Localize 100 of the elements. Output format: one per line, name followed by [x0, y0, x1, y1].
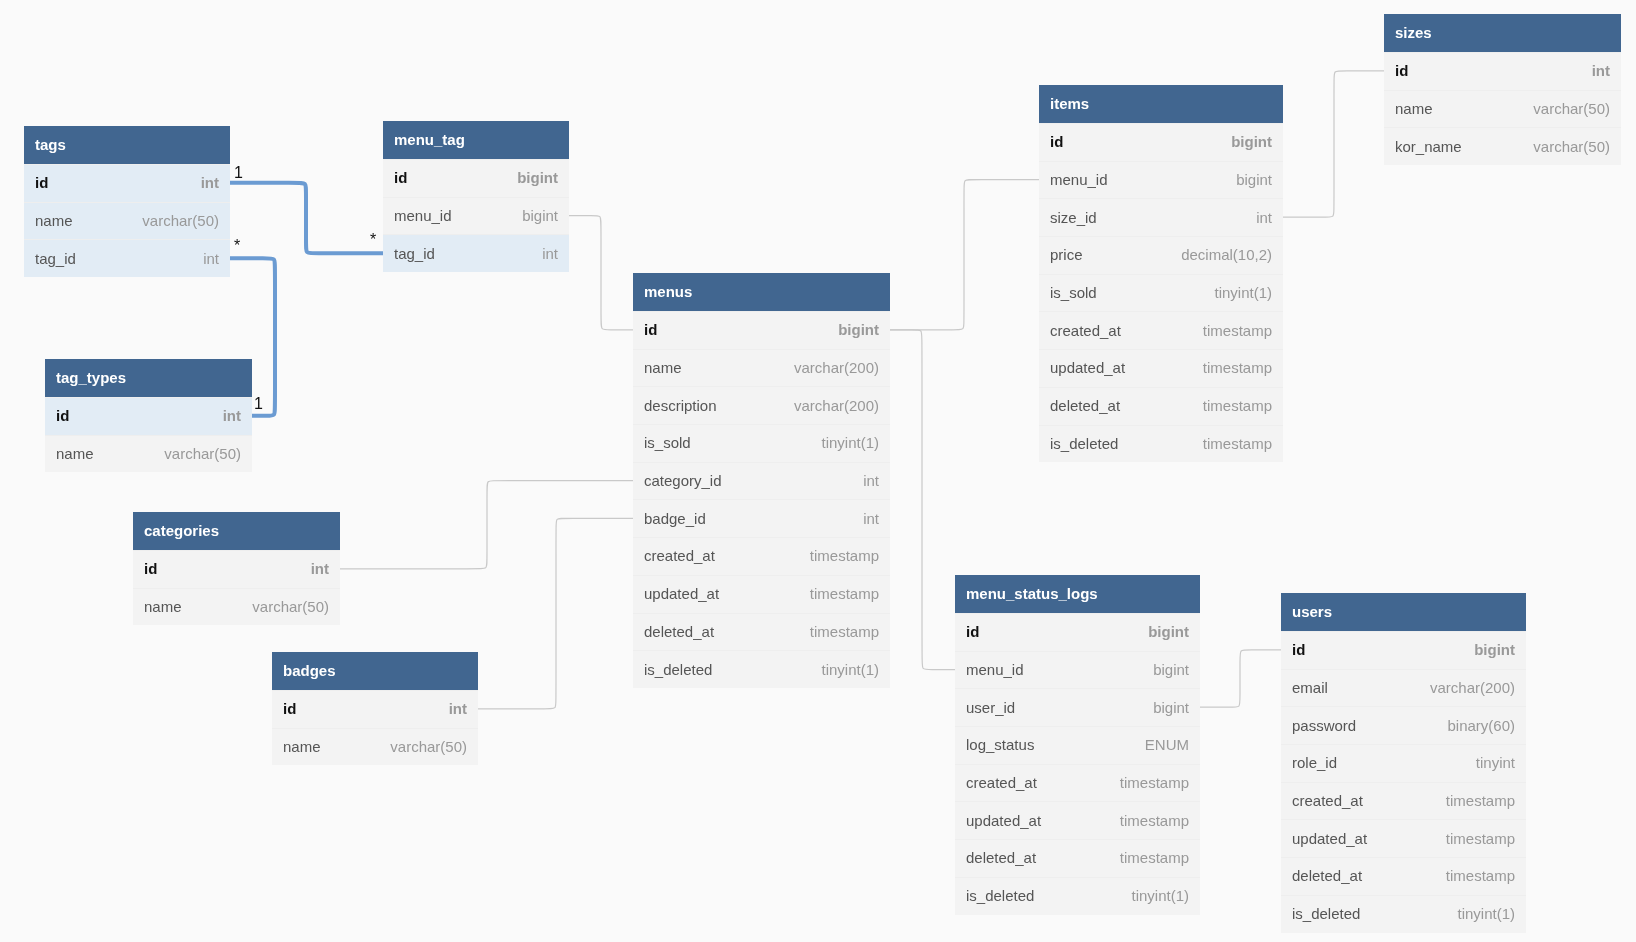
column-type: timestamp [1445, 829, 1515, 848]
column-type: bigint [1474, 641, 1515, 660]
column-name: id [394, 169, 408, 188]
column-type: binary(60) [1447, 716, 1515, 735]
table-row [24, 201, 230, 240]
column-name: is_deleted [1292, 905, 1361, 924]
column-name: size_id [1050, 208, 1097, 227]
table-card [955, 575, 1200, 915]
column-name: password [1292, 716, 1357, 735]
column-type: timestamp [1202, 359, 1272, 378]
column-name: name [283, 738, 321, 757]
column-type: bigint [517, 169, 558, 188]
column-name: is_deleted [966, 887, 1035, 906]
column-name: description [644, 396, 717, 415]
column-name: updated_at [644, 585, 720, 604]
column-type: varchar(50) [390, 738, 467, 757]
relationship-line [1282, 70, 1385, 218]
column-name: id [144, 560, 158, 579]
column-name: created_at [966, 774, 1037, 793]
column-name: deleted_at [966, 849, 1037, 868]
column-name: id [283, 700, 297, 719]
column-type: varchar(200) [1429, 679, 1515, 698]
column-name: tag_id [394, 244, 435, 263]
relationship-line [568, 214, 634, 331]
table-row [24, 164, 230, 202]
column-type: int [203, 249, 219, 268]
relationship-line [477, 517, 634, 710]
column-name: updated_at [1050, 359, 1126, 378]
column-name: deleted_at [644, 622, 715, 641]
column-name: created_at [1292, 792, 1363, 811]
table-header: badges [272, 652, 478, 690]
table-header: users [1281, 593, 1526, 631]
table-header: items [1039, 85, 1283, 123]
column-type: int [863, 472, 879, 491]
column-name: id [35, 174, 49, 193]
column-name: price [1050, 246, 1083, 265]
column-name: menu_id [394, 207, 452, 226]
cardinality-label: * [234, 238, 241, 254]
column-name: id [56, 407, 70, 426]
column-type: tinyint(1) [821, 434, 879, 453]
table-card [272, 652, 478, 766]
column-type: timestamp [809, 622, 879, 641]
column-name: name [1395, 100, 1433, 119]
column-type: int [200, 174, 219, 193]
column-type: bigint [522, 207, 558, 226]
table-card [45, 359, 252, 473]
relationship-line [889, 329, 956, 671]
column-type: varchar(200) [793, 359, 879, 378]
column-name: menu_id [966, 661, 1024, 680]
column-type: timestamp [809, 547, 879, 566]
table-header: categories [133, 512, 340, 550]
column-name: user_id [966, 698, 1016, 717]
column-type: tinyint(1) [1131, 887, 1189, 906]
table-header: menu_tag [383, 121, 569, 159]
column-type: varchar(50) [142, 212, 219, 231]
cardinality-label: 1 [254, 396, 263, 412]
column-name: created_at [644, 547, 715, 566]
column-type: timestamp [1202, 397, 1272, 416]
column-type: tinyint(1) [1457, 905, 1515, 924]
table-card [1039, 85, 1283, 463]
column-type: timestamp [1119, 774, 1189, 793]
relationship-line [230, 180, 383, 256]
column-type: int [448, 700, 467, 719]
column-name: id [1292, 641, 1306, 660]
column-type: timestamp [1445, 867, 1515, 886]
column-name: id [644, 321, 658, 340]
table-card [1384, 14, 1621, 166]
column-type: timestamp [809, 585, 879, 604]
column-name: deleted_at [1292, 867, 1363, 886]
column-name: id [966, 623, 980, 642]
table-row [24, 239, 230, 278]
column-name: created_at [1050, 321, 1121, 340]
column-type: int [310, 560, 329, 579]
column-type: int [542, 244, 558, 263]
column-type: int [863, 509, 879, 528]
column-name: name [56, 445, 94, 464]
column-name: id [1050, 133, 1064, 152]
table-card [383, 121, 569, 273]
column-name: is_sold [644, 434, 691, 453]
table-header: tag_types [45, 359, 252, 397]
table-row [45, 397, 252, 435]
column-type: tinyint(1) [821, 660, 879, 679]
table-header: menus [633, 273, 890, 311]
column-name: email [1292, 679, 1328, 698]
table-card [24, 126, 230, 278]
column-name: kor_name [1395, 137, 1462, 156]
column-name: is_deleted [1050, 434, 1119, 453]
relationship-line [339, 480, 634, 570]
column-name: name [35, 212, 73, 231]
column-type: timestamp [1202, 321, 1272, 340]
column-type: bigint [1236, 171, 1272, 190]
column-type: ENUM [1144, 736, 1189, 755]
column-name: badge_id [644, 509, 706, 528]
column-type: varchar(200) [793, 396, 879, 415]
table-row [383, 234, 569, 273]
table-header: sizes [1384, 14, 1621, 52]
cardinality-label: 1 [234, 165, 243, 181]
column-type: bigint [1153, 698, 1189, 717]
column-type: tinyint [1475, 754, 1515, 773]
column-name: name [144, 598, 182, 617]
